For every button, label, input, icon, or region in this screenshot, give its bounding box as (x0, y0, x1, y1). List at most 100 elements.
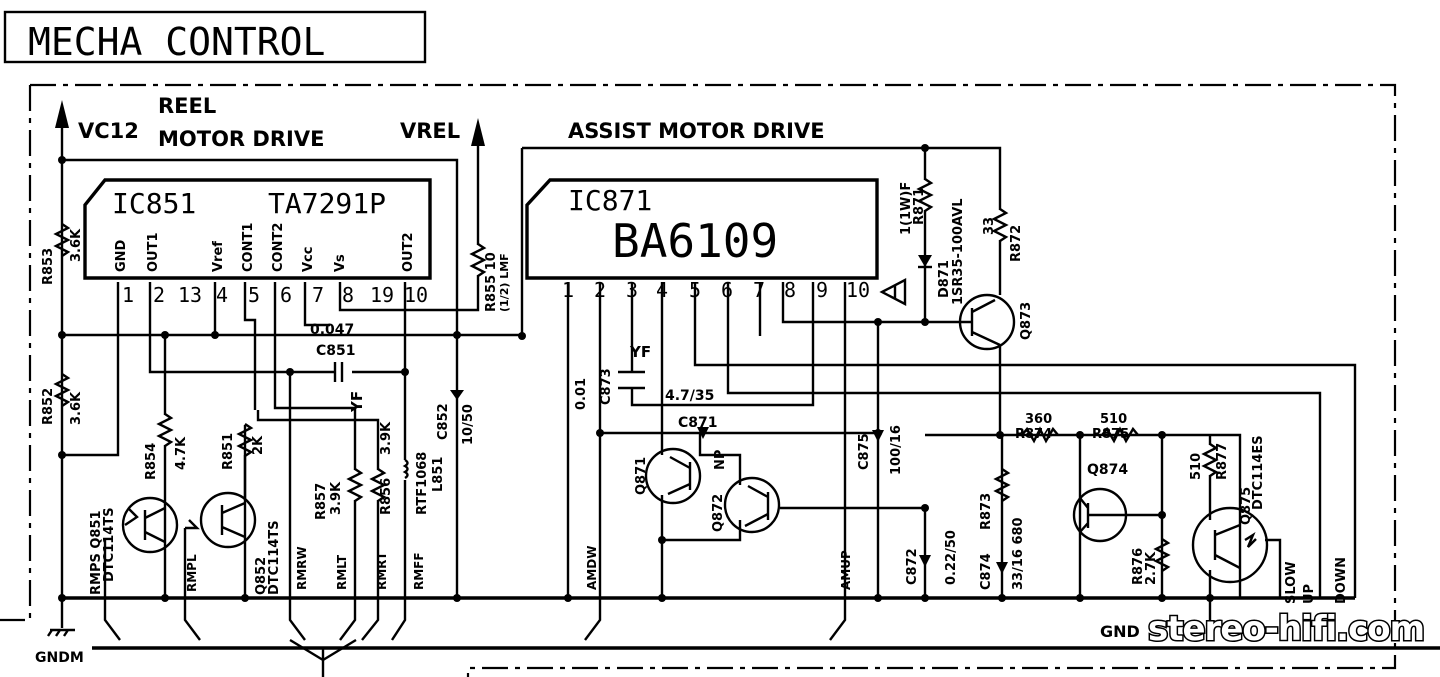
pin-number: 3 (626, 278, 638, 302)
q875-part: DTC114ES (1251, 435, 1266, 510)
gndm-label: GNDM (35, 650, 84, 666)
d871-part: 1SR35-100AVL (951, 198, 966, 305)
vrel-label: VREL (400, 119, 460, 143)
q851-part: DTC114TS (102, 507, 117, 582)
junction-dot (658, 536, 666, 544)
q875-ref: Q875 (1239, 487, 1254, 525)
c873-type: YF (629, 343, 651, 361)
q872-symbol (723, 476, 781, 534)
c873-value: 0.01 (574, 378, 589, 410)
pin-number: 2 (594, 278, 606, 302)
ic851-body (83, 178, 432, 280)
l851-ref: L851 (431, 457, 446, 492)
signal-amup: AMUP (839, 550, 853, 590)
signal-rmrt: RMRT (375, 551, 389, 590)
c873-symbol (618, 370, 645, 390)
pin-number: 6 (721, 278, 733, 302)
junction-dot (1158, 511, 1166, 519)
d871-ref: D871 (937, 260, 952, 298)
ic851-part: TA7291P (268, 187, 386, 220)
signal-down: DOWN (1334, 557, 1349, 604)
ic871-body (525, 178, 879, 280)
r877-ref: R877 (1215, 443, 1230, 480)
signal-rmlt: RMLT (335, 554, 349, 590)
title-block: MECHA CONTROL (3, 10, 427, 64)
q872-ref: Q872 (711, 494, 726, 532)
pin-number: 8 (784, 278, 796, 302)
r875-symbol (1101, 426, 1139, 444)
pin-name: GND (114, 239, 129, 272)
c852-ref: C852 (436, 403, 451, 440)
r855-spec: (1/2) LMF (498, 253, 511, 312)
pin-number: 19 (370, 283, 394, 307)
junction-dot (921, 318, 929, 326)
c852-symbol (450, 390, 464, 400)
q871-symbol (644, 447, 702, 505)
schematic-title: MECHA CONTROL (28, 20, 325, 64)
pin-number: 7 (312, 283, 324, 307)
r853-ref: R853 (41, 248, 56, 285)
r854-ref: R854 (144, 443, 159, 480)
r877-symbol (1201, 443, 1219, 477)
c852-value: 10/50 (461, 404, 476, 445)
junction-dot (874, 429, 882, 437)
junction-dot (401, 368, 409, 376)
junction-dot (921, 504, 929, 512)
q852-symbol (199, 491, 257, 549)
r853-symbol (53, 223, 71, 257)
c871-type: NP (713, 450, 728, 470)
r876-value: 2.7K (1144, 551, 1159, 585)
junction-dot (58, 156, 66, 164)
junction-dot (658, 594, 666, 602)
l851-symbol (402, 458, 409, 480)
c874-r873-values: 33/16 680 (1011, 517, 1026, 590)
r855-ref: R855 (484, 275, 499, 312)
junction-dot (58, 331, 66, 339)
reel-heading: REEL (158, 94, 216, 118)
q871-ref: Q871 (634, 457, 649, 495)
r874-symbol (1021, 426, 1059, 444)
vrel-arrow-icon (471, 118, 485, 146)
q852-ref: Q852 (254, 557, 269, 595)
signal-rmff: RMFF (412, 552, 426, 590)
junction-dot (1158, 431, 1166, 439)
watermark: stereo-hifi.com (1148, 609, 1424, 649)
junction-dot (1206, 594, 1214, 602)
pin-name: OUT1 (146, 232, 161, 272)
c872-ref: C872 (905, 548, 920, 585)
r873-ref: R873 (979, 493, 994, 530)
r871-ref: R871 (912, 188, 927, 225)
junction-dot (921, 594, 929, 602)
r872-symbol (991, 208, 1009, 242)
c851-value: 0.047 (310, 322, 354, 338)
r871-value: 1(1W)F (899, 182, 914, 235)
pin-name: Vs (333, 254, 348, 272)
pin-name: CONT2 (271, 223, 286, 272)
c873b-value: 4.7/35 (665, 388, 714, 404)
c874-ref: C874 (979, 553, 994, 590)
pin-name: Vcc (301, 247, 316, 272)
r875-value: 510 (1100, 412, 1127, 427)
r857-value: 3.9K (329, 481, 344, 515)
r871-symbol (916, 178, 934, 212)
junction-dot (1158, 594, 1166, 602)
r852-value: 3.6K (69, 391, 84, 425)
c873-ref: C873 (599, 368, 614, 405)
pin-number: 5 (689, 278, 701, 302)
pin-number: 5 (248, 283, 260, 307)
r856-ref: R856 (379, 478, 394, 515)
junction-dot (161, 331, 169, 339)
q851-label: RMPS Q851 (89, 510, 104, 595)
junction-dot (1076, 431, 1084, 439)
section-border (0, 83, 1397, 677)
pin-number: 9 (816, 278, 828, 302)
r855-label: R855 10 (484, 252, 499, 312)
junction-dot (286, 368, 294, 376)
c871-symbol (697, 427, 709, 439)
r852-ref: R852 (41, 388, 56, 425)
pin-name: OUT2 (401, 232, 416, 272)
ic851-ref: IC851 (112, 187, 196, 220)
signal-slow: SLOW (1284, 561, 1299, 604)
junction-dot (453, 594, 461, 602)
